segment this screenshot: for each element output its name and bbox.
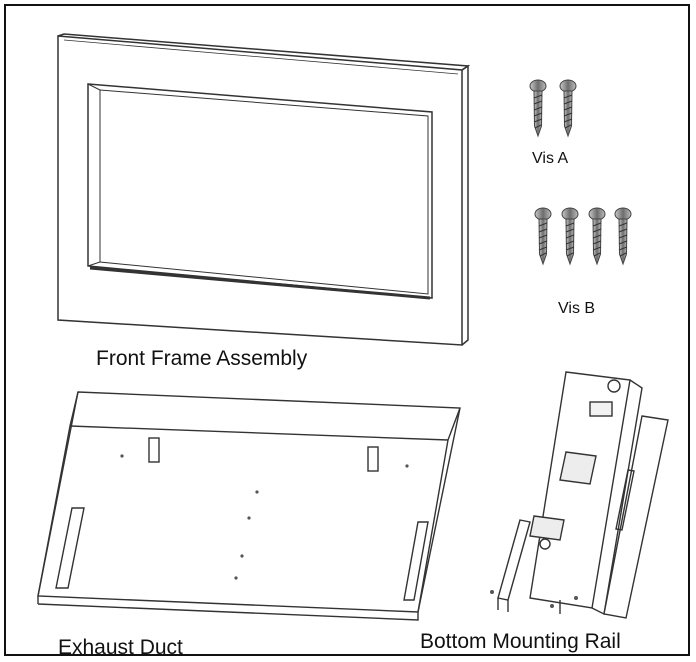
front-frame-drawing — [57, 33, 471, 346]
label-vis-a: Vis A — [532, 150, 569, 167]
screws-vis-b — [534, 207, 632, 265]
label-vis-b: Vis B — [558, 300, 596, 317]
label-bottom-mounting-rail: Bottom Mounting Rail — [420, 630, 621, 653]
diagram-border — [4, 4, 690, 656]
exhaust-duct-drawing — [37, 391, 461, 621]
label-exhaust-duct: Exhaust Duct — [58, 636, 183, 659]
screws-vis-a — [529, 79, 577, 137]
bottom-rail-drawing — [490, 371, 669, 619]
label-front-frame-assembly: Front Frame Assembly — [96, 347, 308, 370]
